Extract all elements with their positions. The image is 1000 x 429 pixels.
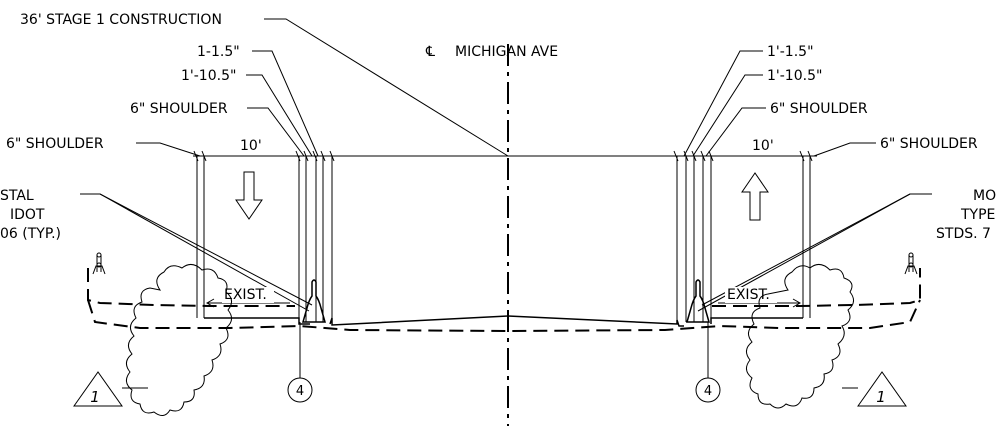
left-note-line-2: IDOT: [10, 207, 45, 223]
southbound-arrow-icon: [235, 171, 263, 220]
left-note-leader-2: [99, 193, 313, 306]
left-existing-top: [87, 268, 295, 307]
left-dim-2-label: 1'-10.5": [181, 68, 236, 84]
stage-construction-label: 36' STAGE 1 CONSTRUCTION: [20, 12, 222, 28]
left-dim-1-label: 1-1.5": [197, 44, 240, 60]
right-callout-bubble: [695, 377, 721, 403]
centerline-label: MICHIGAN AVE: [455, 44, 558, 60]
right-dim-2-label: 1'-10.5": [767, 68, 822, 84]
right-shoulder-surface: [710, 317, 803, 324]
right-width-label: 10': [752, 138, 774, 154]
right-note-leader-2: [701, 193, 911, 306]
right-vertical-lines: [676, 156, 811, 322]
right-existing-indicator: EXIST.: [718, 287, 802, 308]
right-existing-top: [712, 268, 921, 307]
left-shoulder-outer-label: 6" SHOULDER: [6, 136, 104, 152]
existing-pavement-bottom: [87, 299, 921, 333]
right-shoulder-outer-leader: [813, 142, 876, 157]
right-shoulder-inner-label: 6" SHOULDER: [770, 101, 868, 117]
centerline-symbol: ℄: [425, 44, 435, 60]
left-existing-indicator: EXIST.: [205, 287, 290, 308]
left-edge-post-icon: [92, 252, 106, 275]
left-shoulder-surface: [204, 317, 310, 325]
right-note-line-3: STDS. 7: [936, 226, 991, 242]
left-callout-number: 4: [296, 384, 304, 399]
right-existing-label: EXIST.: [727, 287, 770, 303]
left-callout-bubble: [287, 377, 313, 403]
left-barrier-wall: [302, 279, 326, 323]
left-revision-cloud: [126, 264, 232, 416]
left-existing-label: EXIST.: [224, 287, 267, 303]
right-barrier-wall: [686, 279, 710, 323]
right-shoulder-inner-leader: [705, 107, 766, 157]
right-revision-number: 1: [876, 388, 886, 406]
left-revision-triangle-icon: [73, 371, 123, 407]
right-edge-post-icon: [904, 252, 918, 275]
left-revision-number: 1: [90, 388, 100, 406]
right-revision-triangle-icon: [857, 371, 907, 407]
left-shoulder-inner-leader: [247, 107, 305, 157]
right-callout-number: 4: [704, 384, 712, 399]
right-dim-1-leader: [683, 50, 763, 157]
left-shoulder-inner-label: 6" SHOULDER: [130, 101, 228, 117]
right-revision-cloud: [746, 264, 854, 409]
right-dim-1-label: 1'-1.5": [767, 44, 814, 60]
right-note-line-1: MO: [973, 188, 996, 204]
left-note-line-3: 06 (TYP.): [0, 226, 61, 242]
proposed-pavement-surface: [329, 315, 684, 327]
left-width-label: 10': [240, 138, 262, 154]
left-dim-2-leader: [246, 74, 313, 157]
stage-construction-leader: [264, 18, 509, 157]
right-dim-2-leader: [692, 74, 763, 157]
right-note-line-2: TYPE: [960, 207, 995, 223]
northbound-arrow-icon: [741, 172, 769, 221]
left-dim-1-leader: [252, 50, 319, 157]
left-note-line-1: STAL: [0, 188, 34, 204]
right-shoulder-outer-label: 6" SHOULDER: [880, 136, 978, 152]
left-shoulder-outer-leader: [136, 142, 201, 157]
left-note-leader-1: [80, 193, 310, 312]
